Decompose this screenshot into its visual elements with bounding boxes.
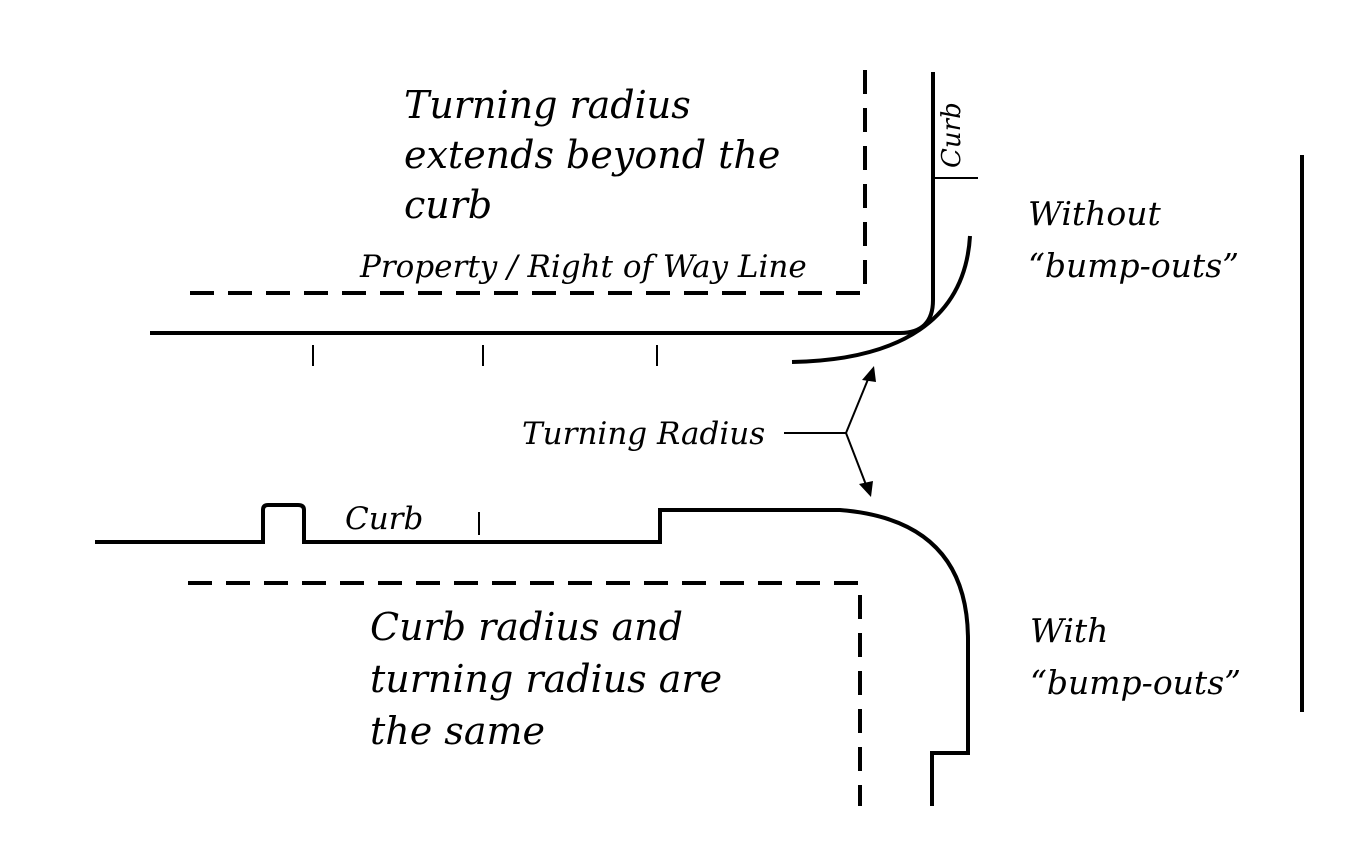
upper-note-line-3: curb	[404, 183, 492, 227]
side-curb-label: Curb	[937, 102, 967, 168]
turning-radius-label: Turning Radius	[522, 416, 765, 452]
property-line-label: Property / Right of Way Line	[359, 249, 807, 285]
callout-arrow-down	[845, 432, 869, 491]
lower-note-line-1: Curb radius and	[370, 605, 683, 649]
arrowhead-up	[862, 366, 876, 382]
arrowhead-down	[859, 481, 873, 497]
lower-curb-edge	[95, 503, 970, 806]
upper-note-line-2: extends beyond the	[404, 133, 780, 177]
with-label-line-2: “bump-outs”	[1030, 663, 1241, 702]
without-label-line-1: Without	[1028, 194, 1162, 233]
without-label-line-2: “bump-outs”	[1028, 246, 1239, 285]
with-label-line-1: With	[1030, 611, 1108, 650]
lower-note-line-2: turning radius are	[370, 657, 722, 701]
lower-note-line-3: the same	[370, 709, 545, 753]
callout-arrow-up	[845, 371, 872, 434]
upper-scenario	[150, 70, 978, 366]
turning-radius-callout	[784, 366, 876, 497]
lower-curb-label: Curb	[345, 501, 423, 537]
upper-note-line-1: Turning radius	[404, 83, 691, 127]
upper-turning-radius-arc	[791, 235, 972, 364]
lower-scenario	[95, 503, 970, 806]
lower-property-line	[188, 581, 862, 806]
